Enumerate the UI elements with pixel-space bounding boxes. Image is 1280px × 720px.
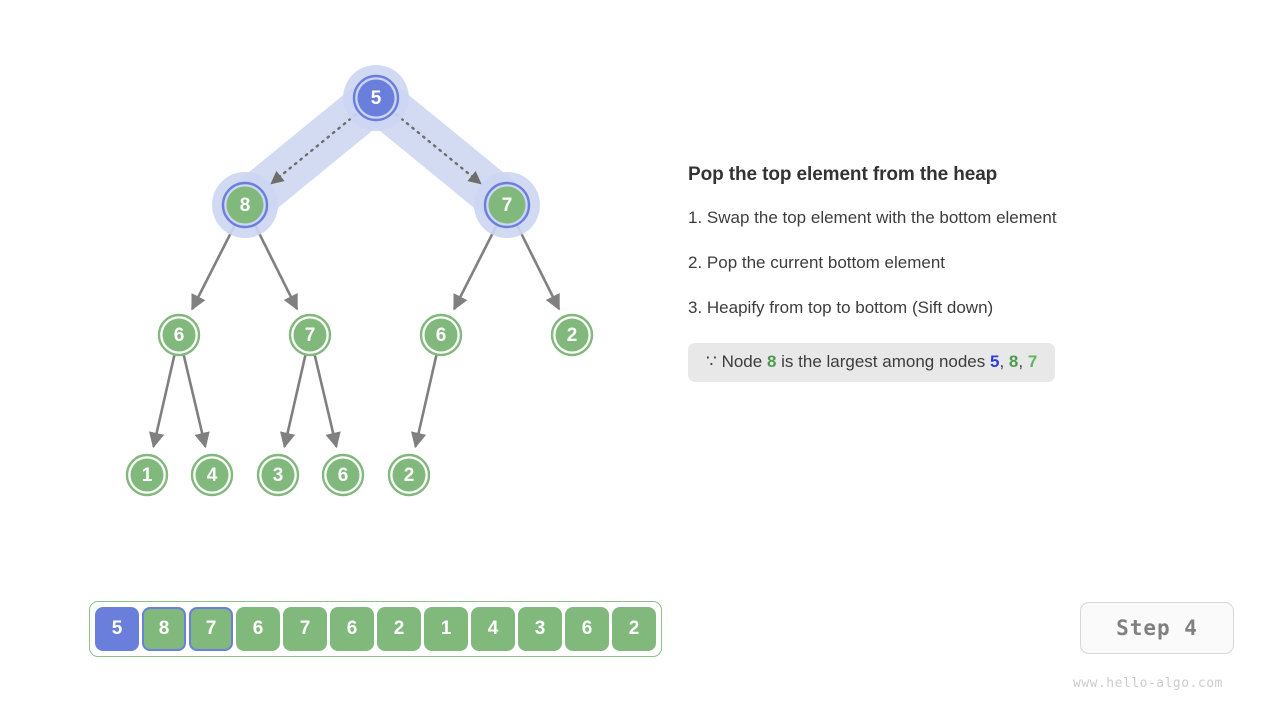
array-cell-3: 6	[236, 607, 280, 651]
reason-candidate-2: 7	[1027, 352, 1038, 371]
array-cell-8: 4	[471, 607, 515, 651]
reason-candidate-1: 8	[1008, 352, 1019, 371]
tree-edge-n2-n5	[452, 224, 498, 311]
tree-edge-n1-n3	[190, 224, 236, 311]
array-cell-5: 6	[330, 607, 374, 651]
node-ring	[321, 453, 365, 497]
node-ring	[221, 181, 269, 229]
node-circle	[326, 458, 360, 492]
reason-sep-0: ,	[999, 352, 1009, 371]
tree-edge-n3-n7	[148, 355, 176, 449]
node-ring	[190, 453, 234, 497]
tree-node-5-n0: 5	[343, 65, 409, 131]
heap-tree-diagram: 5 8 7 6 7 6 2 1 4 3 6 2	[125, 65, 594, 497]
tree-edge-n3-n8	[182, 355, 210, 449]
node-circle	[226, 186, 264, 224]
node-circle	[195, 458, 229, 492]
reason-middle: is the largest among nodes	[781, 352, 986, 371]
instruction-step-1: 1. Swap the top element with the bottom …	[688, 208, 1057, 227]
reason-callout: ∵ Node 8 is the largest among nodes 5, 8…	[688, 343, 1056, 382]
tree-node-7-n2: 7	[474, 172, 540, 238]
node-ring	[157, 313, 201, 357]
node-label: 2	[567, 325, 578, 346]
tree-edge-n5-n11	[410, 355, 438, 449]
compare-arrow-n0-n2	[394, 113, 482, 185]
array-cell-7: 1	[424, 607, 468, 651]
tree-node-1-n7: 1	[125, 453, 169, 497]
compare-arrow-n0-n1	[270, 113, 358, 185]
swap-arrow-layer	[270, 113, 482, 185]
instruction-step-2: 2. Pop the current bottom element	[688, 253, 946, 272]
node-label: 7	[305, 325, 316, 346]
site-watermark: www.hello-algo.com	[1073, 676, 1223, 691]
array-cell-2: 7	[189, 607, 233, 651]
array-cell-1: 8	[142, 607, 186, 651]
reason-prefix: Node	[721, 352, 763, 371]
step-badge: Step 4	[1080, 602, 1234, 654]
reason-candidate-0: 5	[990, 352, 1000, 371]
tree-node-3-n9: 3	[256, 453, 300, 497]
tree-edge-n4-n10	[313, 355, 341, 449]
node-circle	[357, 79, 395, 117]
node-ring	[483, 181, 531, 229]
tree-node-6-n3: 6	[157, 313, 201, 357]
tree-node-8-n1: 8	[212, 172, 278, 238]
node-ring	[550, 313, 594, 357]
node-label: 2	[404, 465, 415, 486]
node-ring	[387, 453, 431, 497]
explanation-panel: Pop the top element from the heap 1. Swa…	[688, 164, 1233, 382]
array-cell-0: 5	[95, 607, 139, 651]
node-circle	[424, 318, 458, 352]
node-circle	[162, 318, 196, 352]
tree-node-2-n11: 2	[387, 453, 431, 497]
node-label: 1	[142, 465, 153, 486]
reason-sep-1: ,	[1018, 352, 1028, 371]
array-cell-11: 2	[612, 607, 656, 651]
tree-edge-n4-n9	[279, 355, 307, 449]
tree-node-layer: 5 8 7 6 7 6 2 1 4 3 6 2	[125, 65, 594, 497]
array-cell-4: 7	[283, 607, 327, 651]
node-circle	[488, 186, 526, 224]
because-symbol: ∵	[706, 352, 717, 371]
node-ring	[288, 313, 332, 357]
node-ring	[256, 453, 300, 497]
array-cell-10: 6	[565, 607, 609, 651]
node-label: 5	[371, 88, 382, 109]
node-label: 4	[207, 465, 218, 486]
node-ring	[125, 453, 169, 497]
node-circle	[392, 458, 426, 492]
node-label: 7	[502, 195, 513, 216]
reason-node-value: 8	[766, 352, 777, 371]
tree-node-6-n5: 6	[419, 313, 463, 357]
array-cell-6: 2	[377, 607, 421, 651]
node-circle	[293, 318, 327, 352]
node-label: 6	[338, 465, 349, 486]
tree-edge-layer	[148, 224, 561, 449]
tree-edge-n2-n6	[516, 224, 561, 311]
node-ring	[352, 74, 400, 122]
tree-node-4-n8: 4	[190, 453, 234, 497]
tree-node-7-n4: 7	[288, 313, 332, 357]
page-title: Pop the top element from the heap	[688, 164, 998, 185]
node-ring	[419, 313, 463, 357]
node-circle	[261, 458, 295, 492]
node-label: 8	[240, 195, 251, 216]
tree-node-6-n10: 6	[321, 453, 365, 497]
tree-node-2-n6: 2	[550, 313, 594, 357]
instruction-step-3: 3. Heapify from top to bottom (Sift down…	[688, 298, 994, 317]
node-label: 3	[273, 465, 284, 486]
tree-edge-n1-n4	[254, 224, 299, 311]
node-label: 6	[436, 325, 447, 346]
node-label: 6	[174, 325, 185, 346]
node-circle	[555, 318, 589, 352]
array-cell-9: 3	[518, 607, 562, 651]
node-circle	[130, 458, 164, 492]
